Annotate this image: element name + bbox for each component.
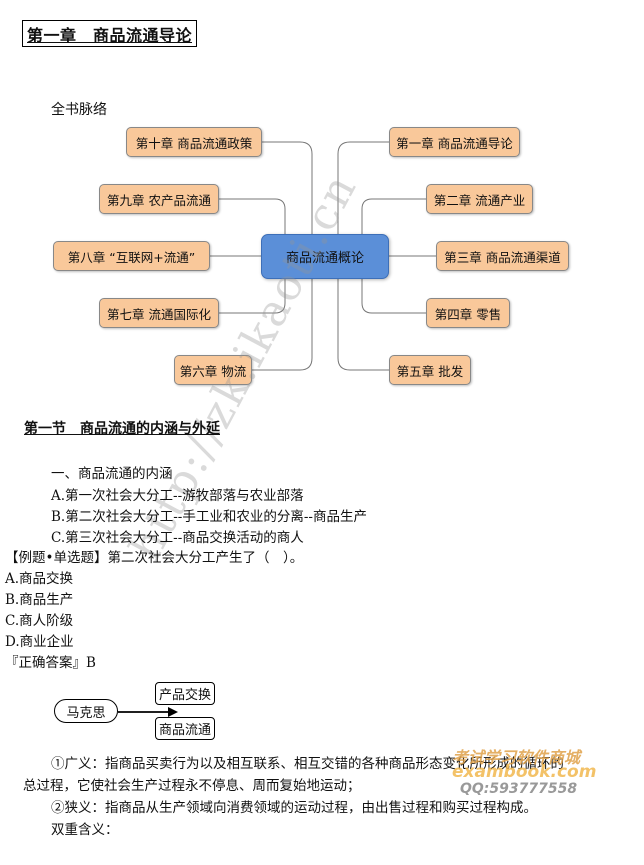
mindmap-node-chapter-6: 第六章 物流 [174, 355, 252, 385]
definition-narrow: ②狭义：指商品从生产领域向消费领域的运动过程，由出售过程和购买过程构成。 [51, 800, 537, 816]
flow-target-node: 产品交换 [155, 682, 215, 705]
mindmap-center-node: 商品流通概论 [261, 234, 389, 279]
flow-target-node: 商品流通 [155, 717, 215, 740]
mindmap-label: 全书脉络 [51, 102, 107, 118]
mindmap-node-chapter-1: 第一章 商品流通导论 [389, 127, 520, 157]
mindmap-node-chapter-9: 第九章 农产品流通 [99, 184, 219, 214]
mindmap-node-chapter-3: 第三章 商品流通渠道 [436, 241, 569, 271]
answer-text: 『正确答案』B [5, 655, 96, 671]
content-item: B.第二次社会大分工--手工业和农业的分离--商品生产 [51, 509, 367, 525]
mindmap-node-chapter-4: 第四章 零售 [426, 298, 510, 328]
stamp-url: exambook.com [452, 762, 597, 782]
section-title: 第一节 商品流通的内涵与外延 [24, 421, 220, 437]
stamp-qq: QQ:593777558 [460, 781, 578, 797]
option-d: D.商业企业 [5, 634, 74, 650]
definition-broad-line2: 总过程，它使社会生产过程永不停息、周而复始地运动； [23, 778, 361, 794]
option-a: A.商品交换 [5, 571, 74, 587]
mindmap-node-chapter-8: 第八章 “互联网+流通” [53, 241, 210, 271]
flow-arrow [118, 707, 178, 717]
content-item: C.第三次社会大分工--商品交换活动的商人 [51, 530, 304, 546]
content-heading: 一、商品流通的内涵 [51, 466, 173, 482]
definition-dual: 双重含义： [51, 822, 119, 838]
option-c: C.商人阶级 [5, 613, 74, 629]
mindmap-connectors [210, 141, 436, 371]
question-text: 【例题•单选题】第二次社会大分工产生了（ ）。 [5, 550, 304, 566]
mindmap-node-chapter-7: 第七章 流通国际化 [99, 298, 219, 328]
option-b: B.商品生产 [5, 592, 74, 608]
chapter-title: 第一章 商品流通导论 [22, 20, 198, 47]
mindmap-node-chapter-2: 第二章 流通产业 [426, 184, 533, 214]
mindmap-node-chapter-5: 第五章 批发 [389, 355, 471, 385]
mindmap-node-chapter-10: 第十章 商品流通政策 [126, 127, 262, 157]
stamp-text: 考试学习软件商城 [452, 748, 581, 767]
content-item: A.第一次社会大分工--游牧部落与农业部落 [51, 488, 304, 504]
definition-broad-line1: ①广义：指商品买卖行为以及相互联系、相互交错的各种商品形态变化所形成的循环的 [51, 756, 564, 772]
flow-source-node: 马克思 [54, 699, 118, 723]
